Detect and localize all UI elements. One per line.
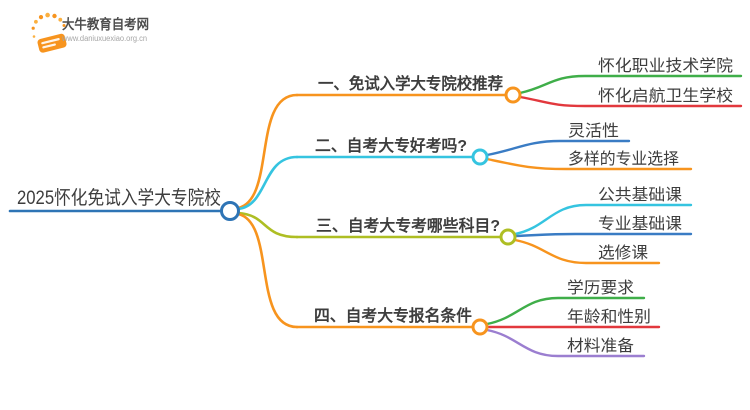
logo: 大牛教育自考网 www.daniuxuexiao.org.cn [31, 12, 149, 53]
logo-site-url: www.daniuxuexiao.org.cn [61, 34, 147, 43]
logo-sunburst-book-icon [31, 12, 67, 53]
branch-4-label: 四、自考大专报名条件 [314, 306, 472, 325]
branch-4-curve [236, 212, 299, 329]
branch-2-curve [236, 155, 299, 211]
logo-site-name: 大牛教育自考网 [62, 16, 149, 32]
branch-3: 三、自考大专考哪些科目? 公共基础课 专业基础课 选修课 [295, 186, 693, 265]
branch-1-child-1-connector [518, 74, 743, 95]
branch-4-child-1-connector [485, 296, 646, 326]
branch-4-child-3-label: 材料准备 [567, 337, 634, 355]
branch-3-circle [499, 228, 517, 246]
branch-3-child-3-label: 选修课 [598, 244, 648, 262]
branch-2-child-2-label: 多样的专业选择 [568, 150, 679, 168]
branch-4-circle [471, 318, 489, 336]
branch-4: 四、自考大专报名条件 学历要求 年龄和性别 材料准备 [295, 279, 661, 358]
branch-3-child-2-connector [513, 232, 693, 238]
branch-2-circle [471, 148, 489, 166]
branch-1-curve [236, 93, 299, 210]
branch-2: 二、自考大专好考吗? 灵活性 多样的专业选择 [295, 122, 693, 171]
branch-2-child-1-connector [485, 139, 631, 157]
branch-3-child-3-connector [513, 238, 661, 265]
branch-3-child-1-label: 公共基础课 [598, 186, 682, 204]
branch-3-label: 三、自考大专考哪些科目? [316, 216, 500, 235]
branch-1-label: 一、免试入学大专院校推荐 [318, 74, 503, 93]
branch-3-child-1-connector [513, 203, 693, 236]
root-node-circle [220, 201, 240, 221]
branch-1-child-1-label: 怀化职业技术学院 [598, 57, 733, 75]
branch-4-child-2-label: 年龄和性别 [567, 308, 651, 326]
branch-2-label: 二、自考大专好考吗? [315, 136, 467, 155]
branch-1: 一、免试入学大专院校推荐 怀化职业技术学院 怀化启航卫生学校 [295, 57, 743, 108]
branch-2-child-2-connector [485, 157, 693, 171]
branch-1-child-2-label: 怀化启航卫生学校 [598, 87, 733, 105]
branch-4-child-1-label: 学历要求 [567, 279, 634, 297]
branch-2-child-1-label: 灵活性 [568, 122, 619, 140]
branch-3-child-2-label: 专业基础课 [598, 215, 682, 233]
branch-3-curve [236, 211, 299, 239]
root-node: 2025怀化免试入学大专院校 [8, 187, 240, 221]
branch-4-child-3-connector [485, 328, 646, 358]
branch-1-circle [504, 86, 522, 104]
root-node-label: 2025怀化免试入学大专院校 [17, 187, 221, 209]
branch-1-child-2-connector [518, 95, 743, 108]
